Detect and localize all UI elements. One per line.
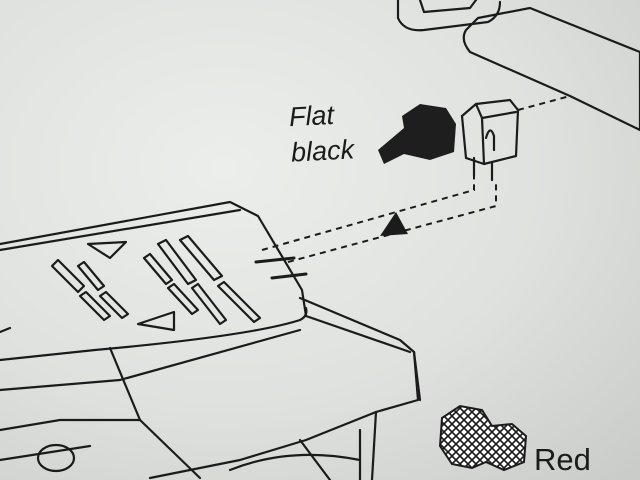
black-hexagon-paint-swatch-icon [378, 104, 456, 164]
attachment-pins [254, 256, 308, 280]
red-patterned-hexagon-paint-swatch-icon [438, 404, 528, 472]
assembly-guide-lines [261, 95, 571, 263]
red-label: Red [534, 442, 591, 477]
bracket-part-top [396, 0, 640, 132]
flat-black-label-line1: Flat [288, 99, 335, 133]
vehicle-body [0, 200, 422, 480]
clip-part [460, 98, 520, 182]
direction-arrow-icon [380, 212, 408, 236]
flat-black-label-line2: black [290, 134, 355, 168]
grille-vents [50, 234, 262, 332]
